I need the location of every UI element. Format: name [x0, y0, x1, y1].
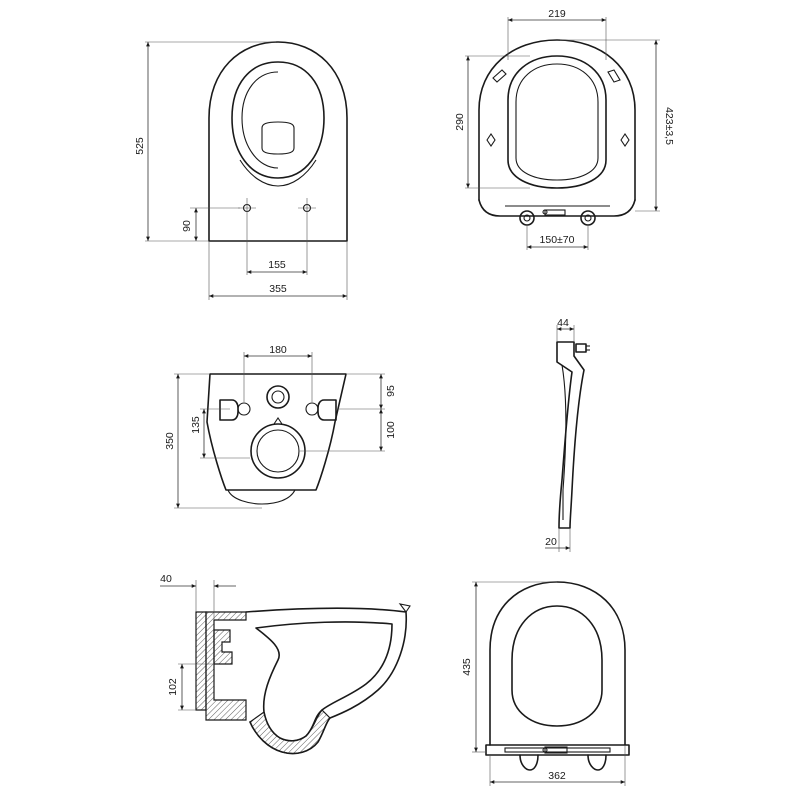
- dim-seat-width: 219: [548, 8, 566, 20]
- seat-underside-view: 219 290 423±3,5 150±70: [454, 8, 675, 250]
- dim-top-fixing-height: 90: [181, 220, 193, 232]
- rear-inlet-hole: [266, 385, 290, 409]
- dim-rear-fixing-spacing: 180: [269, 344, 287, 356]
- dim-seat-inner-length: 290: [454, 113, 466, 131]
- dim-section-wall-offset: 40: [160, 573, 172, 585]
- dim-seat-hinge-spacing: 150±70: [540, 234, 575, 246]
- dim-rear-fixing-height: 135: [190, 416, 202, 434]
- dim-rear-height: 350: [164, 432, 176, 450]
- rear-outlet-hole: [250, 417, 306, 479]
- seat-hinge-left: [519, 210, 535, 250]
- top-view-fixing-hole-left: [238, 198, 256, 275]
- dim-top-fixing-spacing: 155: [268, 259, 286, 271]
- seat-hinge-right: [580, 210, 596, 250]
- rear-fixing-left: [219, 399, 251, 421]
- lid-top-view: 435 362: [461, 581, 630, 786]
- dim-section-outlet-height: 102: [167, 678, 179, 696]
- dim-rear-top-offset: 95: [385, 385, 397, 397]
- lid-side-view: 44 20: [545, 317, 590, 552]
- top-view-bowl: 525 90 155 355: [134, 41, 348, 300]
- dim-rear-outlet-height: 100: [385, 421, 397, 439]
- dim-seat-length: 423±3,5: [663, 107, 675, 145]
- dim-lid-hinge-depth: 44: [557, 317, 569, 329]
- top-view-fixing-hole-right: [298, 198, 316, 275]
- dim-lid-width: 362: [548, 770, 566, 782]
- dim-lid-thickness: 20: [545, 536, 557, 548]
- section-view-bowl: 40 102: [160, 573, 411, 755]
- rear-fixing-right: [305, 399, 337, 421]
- rear-view-bowl: 180 350 135 95 100: [164, 344, 397, 509]
- dim-lid-length: 435: [461, 658, 473, 676]
- dim-top-length: 525: [134, 137, 146, 155]
- dim-top-width: 355: [269, 283, 287, 295]
